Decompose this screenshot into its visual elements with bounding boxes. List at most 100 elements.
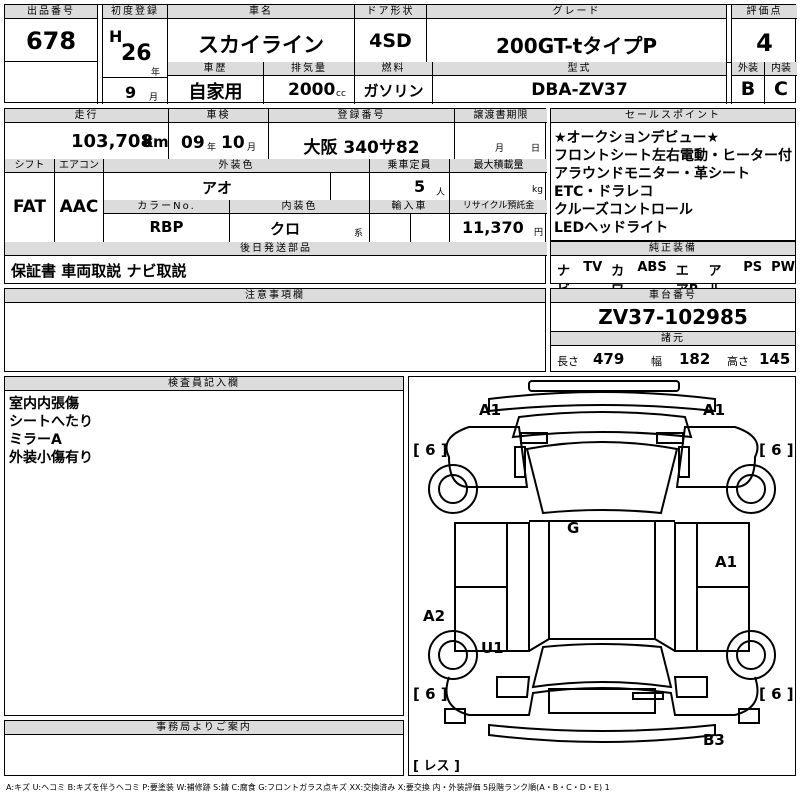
- insp-month: 10: [221, 133, 245, 153]
- history-label: 車歴: [168, 62, 263, 76]
- chassis-label: 車台番号: [551, 289, 795, 303]
- transfer-day-unit: 日: [531, 144, 541, 154]
- model-label: 型式: [433, 62, 726, 76]
- car-outline-diagram: [428, 380, 776, 743]
- grade-label: グレード: [427, 5, 726, 19]
- first-reg-label: 初度登録: [103, 5, 167, 19]
- model-cell: 型式 DBA-ZV37: [433, 62, 727, 104]
- inspector-lines: 室内内張傷 シートへたり ミラーA 外装小傷有り: [9, 395, 93, 467]
- mark-right-door: A1: [715, 553, 738, 571]
- load-cell: 最大積載量 kg: [450, 159, 547, 200]
- inspection-label: 車検: [169, 109, 268, 123]
- car-diagram: A1 A1 [ 6 ] [ 6 ] G A1 A2 U1 [ 6 ] [ 6 ]…: [408, 376, 796, 776]
- lot-number: 678: [25, 27, 77, 55]
- score-label: 評価点: [732, 5, 797, 19]
- mileage-cell: 走行 103,708 km: [5, 109, 169, 159]
- equip-item: ABS: [637, 260, 667, 275]
- mark-front-left: A1: [479, 401, 502, 419]
- inspector-line: 外装小傷有り: [9, 450, 93, 466]
- legend: A:キズ U:ヘコミ B:キズを伴うヘコミ P:要塗装 W:補修跡 S:錆 C:…: [6, 783, 610, 792]
- docs: 保証書 車両取説 ナビ取説: [11, 262, 187, 280]
- recycle: 11,370: [462, 218, 524, 237]
- mileage-unit: km: [143, 133, 169, 151]
- office-box: 事務局よりご案内: [4, 720, 404, 776]
- shift-cell: シフト FAT: [5, 159, 55, 242]
- reg-year: 26: [121, 41, 152, 66]
- inspector-line: 室内内張傷: [9, 396, 79, 412]
- color-label: 外装色: [104, 159, 369, 173]
- load-unit: kg: [532, 185, 543, 195]
- interior-unit: 系: [354, 229, 364, 239]
- interior-color-cell: 内装色 クロ 系: [230, 200, 370, 242]
- inspection-cell: 車検 09 年 10 月: [169, 109, 269, 159]
- month-unit: 月: [149, 93, 159, 103]
- fuel-cell: 燃料 ガソリン: [355, 62, 433, 104]
- colorno-cell: カラーNo. RBP: [104, 200, 230, 242]
- shift-label: シフト: [5, 159, 54, 173]
- interior-color-label: 内装色: [230, 200, 369, 214]
- inspector-box: 検査員記入欄 室内内張傷 シートへたり ミラーA 外装小傷有り: [4, 376, 404, 716]
- equipment: 純正装備 ナビ TV カワ ABS エアB アルミ PS PW: [550, 241, 796, 317]
- docs-cell: 後日発送部品 保証書 車両取説 ナビ取説: [5, 242, 547, 285]
- transfer-cell: 譲渡書期限 月 日: [455, 109, 547, 159]
- top-section: 出品番号 678 初度登録 H 26 年 9 月 車名 スカイライン ドア形状 …: [4, 4, 797, 104]
- mark-tire-front-right: [ 6 ]: [759, 441, 794, 459]
- office-label: 事務局よりご案内: [5, 721, 403, 735]
- mid-section: 走行 103,708 km 車検 09 年 10 月 登録番号 大阪 340サ8…: [4, 108, 547, 285]
- car-name-cell: 車名 スカイライン: [168, 5, 355, 62]
- colorno: RBP: [149, 218, 184, 236]
- ext-label: 外装: [732, 62, 764, 76]
- height-label: 高さ: [727, 355, 749, 368]
- era: H: [109, 27, 123, 46]
- sales-line: ★オークションデビュー★: [554, 130, 720, 146]
- car-name: スカイライン: [198, 33, 324, 57]
- capacity: 5: [414, 177, 426, 196]
- sales-line: アラウンドモニター・革シート: [554, 166, 750, 182]
- lot-blank: [5, 62, 98, 104]
- ac-cell: エアコン AAC: [55, 159, 104, 242]
- sales-label: セールスポイント: [551, 109, 795, 123]
- year-unit: 年: [151, 68, 161, 78]
- notes-label: 注意事項欄: [5, 289, 545, 303]
- plate-label: 登録番号: [269, 109, 454, 123]
- sales-line: クルーズコントロール: [554, 202, 693, 218]
- transfer-month-unit: 月: [495, 144, 505, 154]
- interior-color: クロ: [269, 220, 300, 238]
- mark-left-rear: A2: [423, 607, 446, 625]
- insp-year: 09: [181, 133, 205, 153]
- import-label: 輸入車: [370, 200, 449, 214]
- import-cell: 輸入車: [370, 200, 450, 242]
- ac-label: エアコン: [55, 159, 103, 173]
- mark-left-wheel: U1: [481, 639, 504, 657]
- fuel-label: 燃料: [355, 62, 432, 76]
- shift: FAT: [12, 197, 47, 217]
- lot-cell: 出品番号 678: [5, 5, 98, 62]
- recycle-unit: 円: [534, 228, 544, 238]
- inspector-line: シートへたり: [9, 414, 93, 430]
- displacement-label: 排気量: [264, 62, 354, 76]
- equip-item: PS: [743, 260, 763, 275]
- int-label: 内装: [765, 62, 797, 76]
- width: 182: [679, 350, 711, 368]
- sales-point: セールスポイント ★オークションデビュー★ フロントシート左右電動・ヒーター付 …: [550, 108, 796, 241]
- fuel: ガソリン: [363, 82, 424, 100]
- int-grade: C: [774, 78, 788, 100]
- length: 479: [593, 350, 625, 368]
- displacement-cell: 排気量 2000 cc: [264, 62, 355, 104]
- door-label: ドア形状: [355, 5, 426, 19]
- door-cell: ドア形状 4SD: [355, 5, 427, 62]
- mark-tire-rear-right: [ 6 ]: [759, 685, 794, 703]
- door-type: 4SD: [369, 30, 412, 52]
- notes: 注意事項欄: [4, 288, 546, 372]
- inspector-label: 検査員記入欄: [5, 377, 403, 391]
- mark-spare-tire: [ レス ]: [413, 759, 460, 774]
- displacement: 2000: [288, 80, 336, 100]
- mark-glass: G: [567, 519, 580, 537]
- load-label: 最大積載量: [450, 159, 547, 173]
- colorno-label: カラーNo.: [104, 200, 229, 214]
- equip-label: 純正装備: [551, 242, 795, 256]
- color-cell: 外装色 アオ: [104, 159, 370, 200]
- grade-cell: グレード 200GT-tタイプP: [427, 5, 727, 62]
- inspector-line: ミラーA: [9, 432, 62, 448]
- capacity-label: 乗車定員: [370, 159, 449, 173]
